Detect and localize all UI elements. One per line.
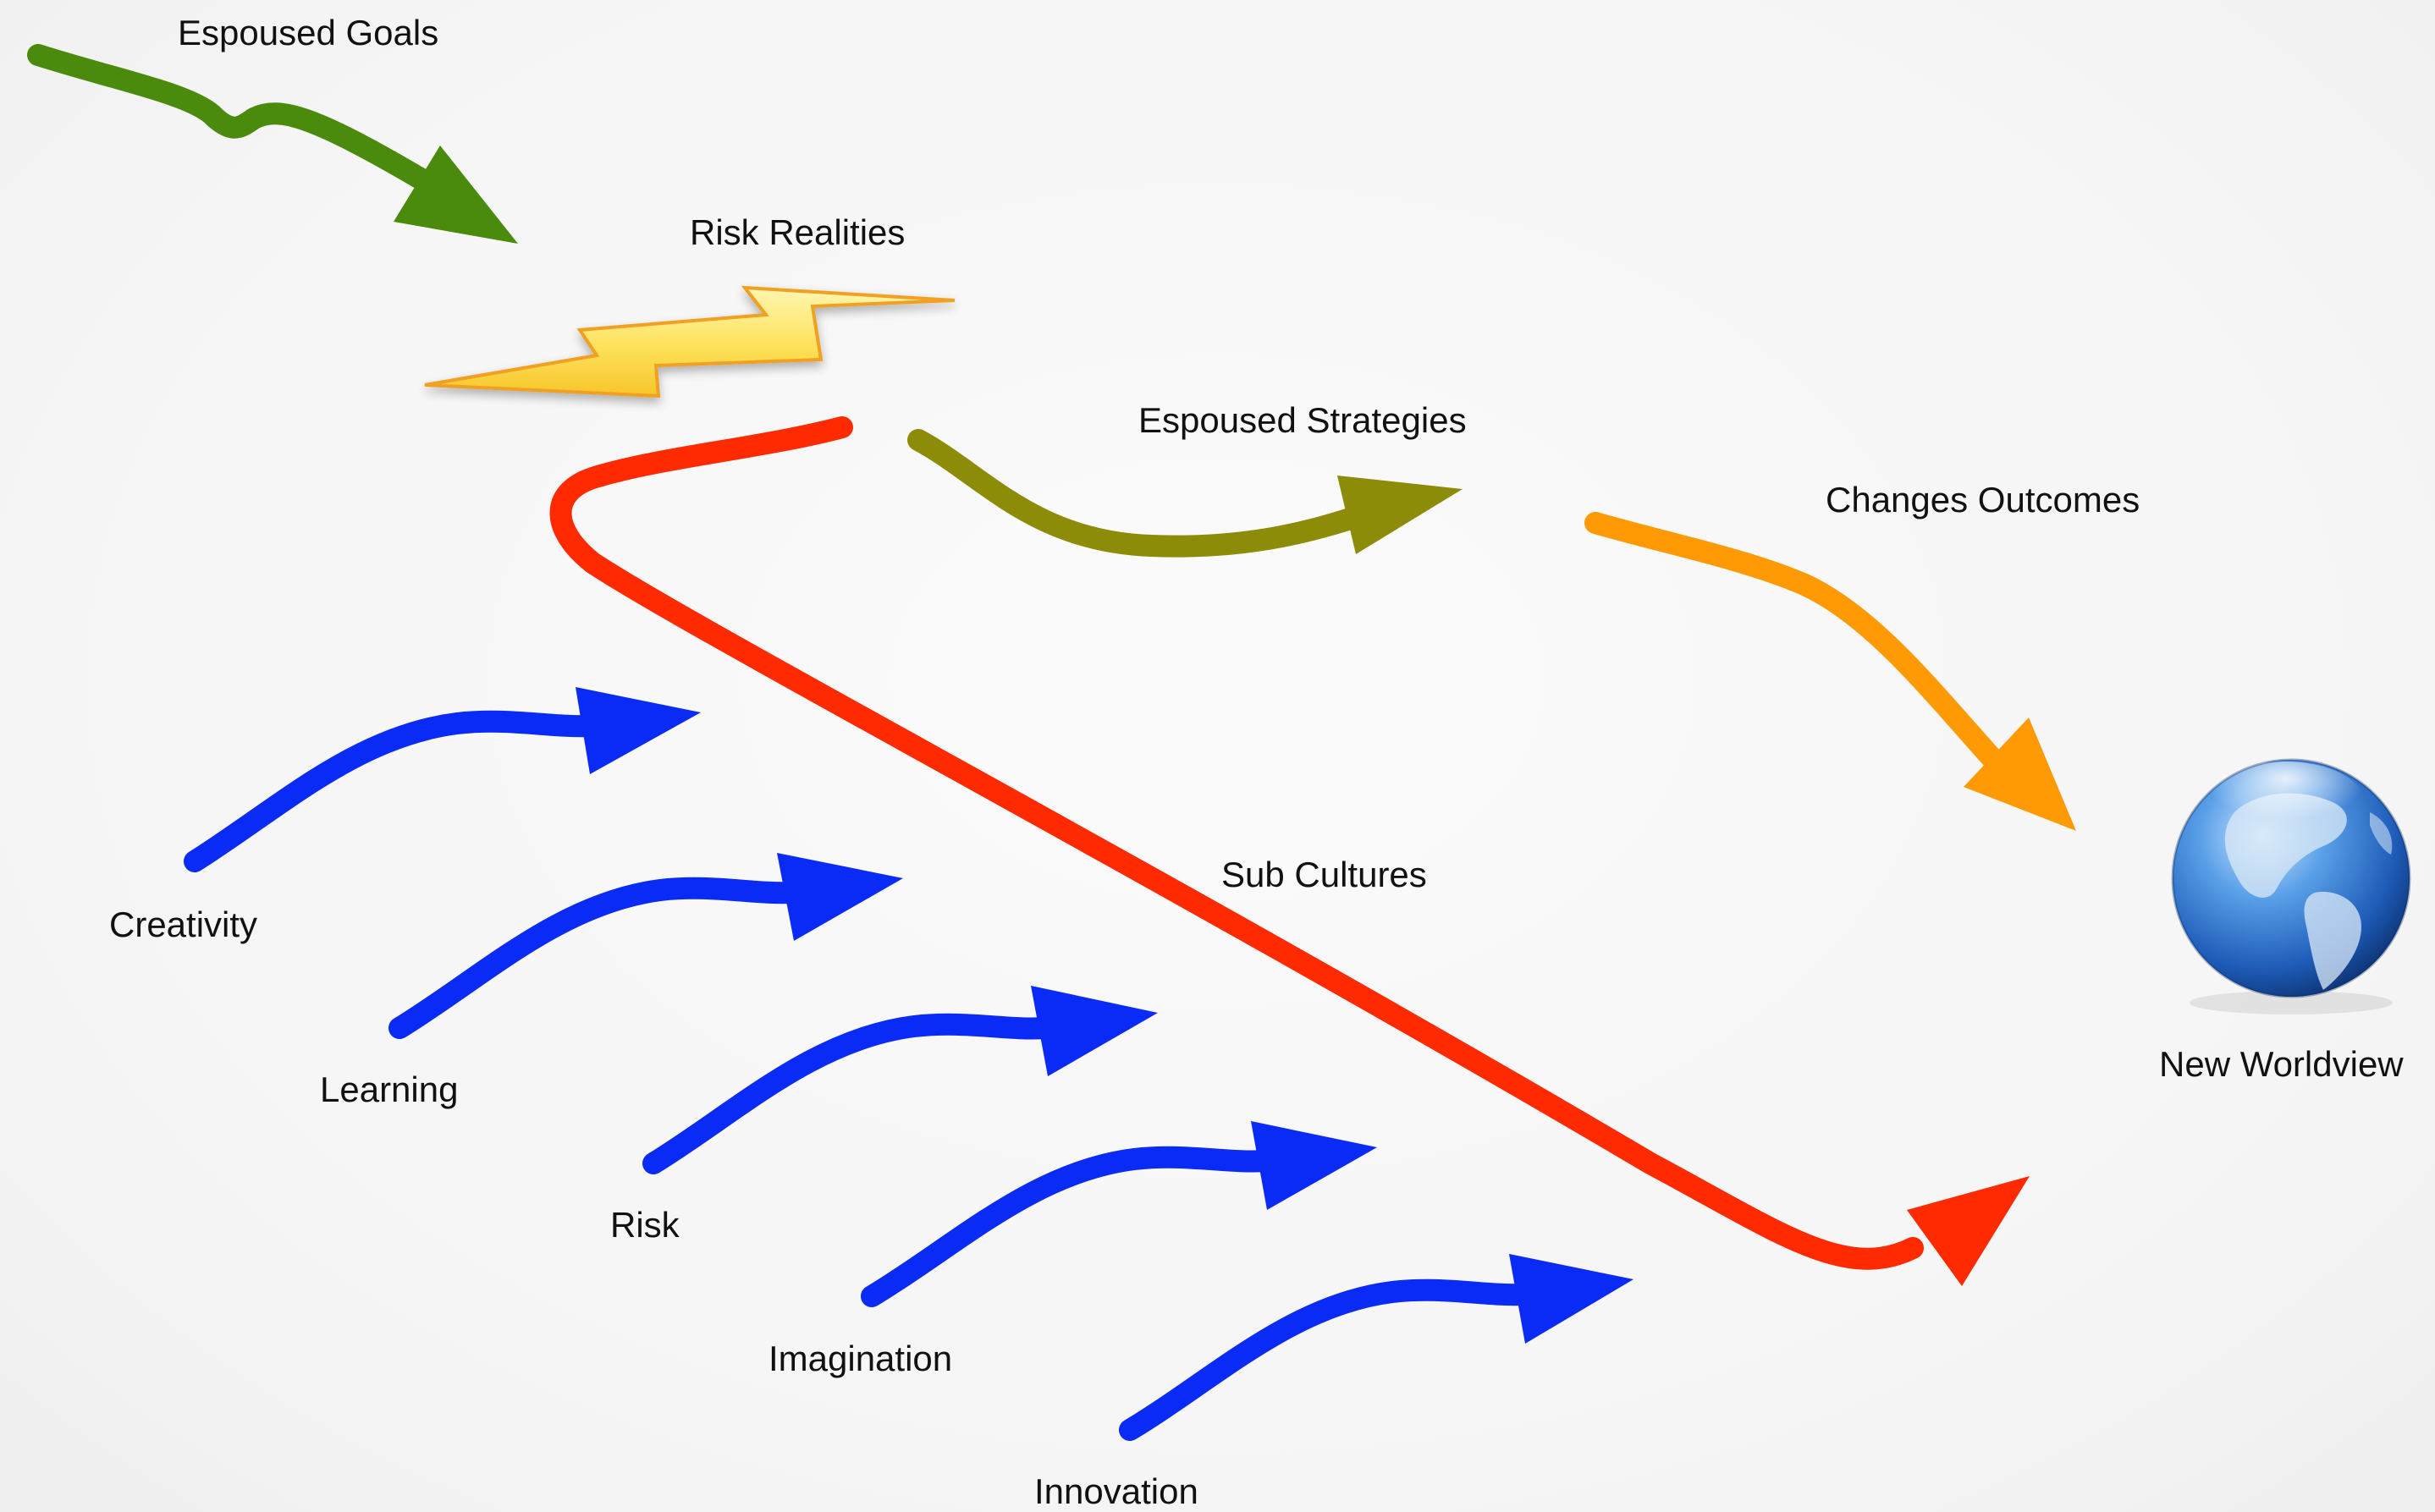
sub-cultures-arrow: [549, 416, 2030, 1286]
innovation-label: Innovation: [1034, 1471, 1198, 1511]
innovation-arrow: [1119, 1254, 1633, 1441]
globe-icon: [2171, 758, 2411, 1014]
imagination-arrow: [861, 1121, 1377, 1307]
espoused-strategies-arrow: [907, 429, 1463, 558]
imagination-label: Imagination: [769, 1339, 953, 1378]
espoused-goals-label: Espoused Goals: [178, 13, 439, 52]
changes-outcomes-arrow: [1584, 512, 2076, 831]
new-worldview-label: New Worldview: [2159, 1044, 2404, 1084]
risk-arrow: [642, 986, 1158, 1174]
sub-cultures-label: Sub Cultures: [1221, 855, 1427, 894]
espoused-goals-arrow: [27, 44, 518, 244]
risk-label: Risk: [610, 1205, 680, 1245]
learning-arrow: [388, 853, 903, 1039]
risk-realities-label: Risk Realities: [690, 212, 906, 252]
learning-label: Learning: [320, 1069, 459, 1109]
lightning-bolt-icon: [424, 285, 956, 399]
creativity-label: Creativity: [109, 904, 258, 944]
changes-outcomes-label: Changes Outcomes: [1826, 480, 2140, 520]
creativity-arrow: [184, 687, 701, 872]
espoused-strategies-label: Espoused Strategies: [1138, 400, 1467, 440]
